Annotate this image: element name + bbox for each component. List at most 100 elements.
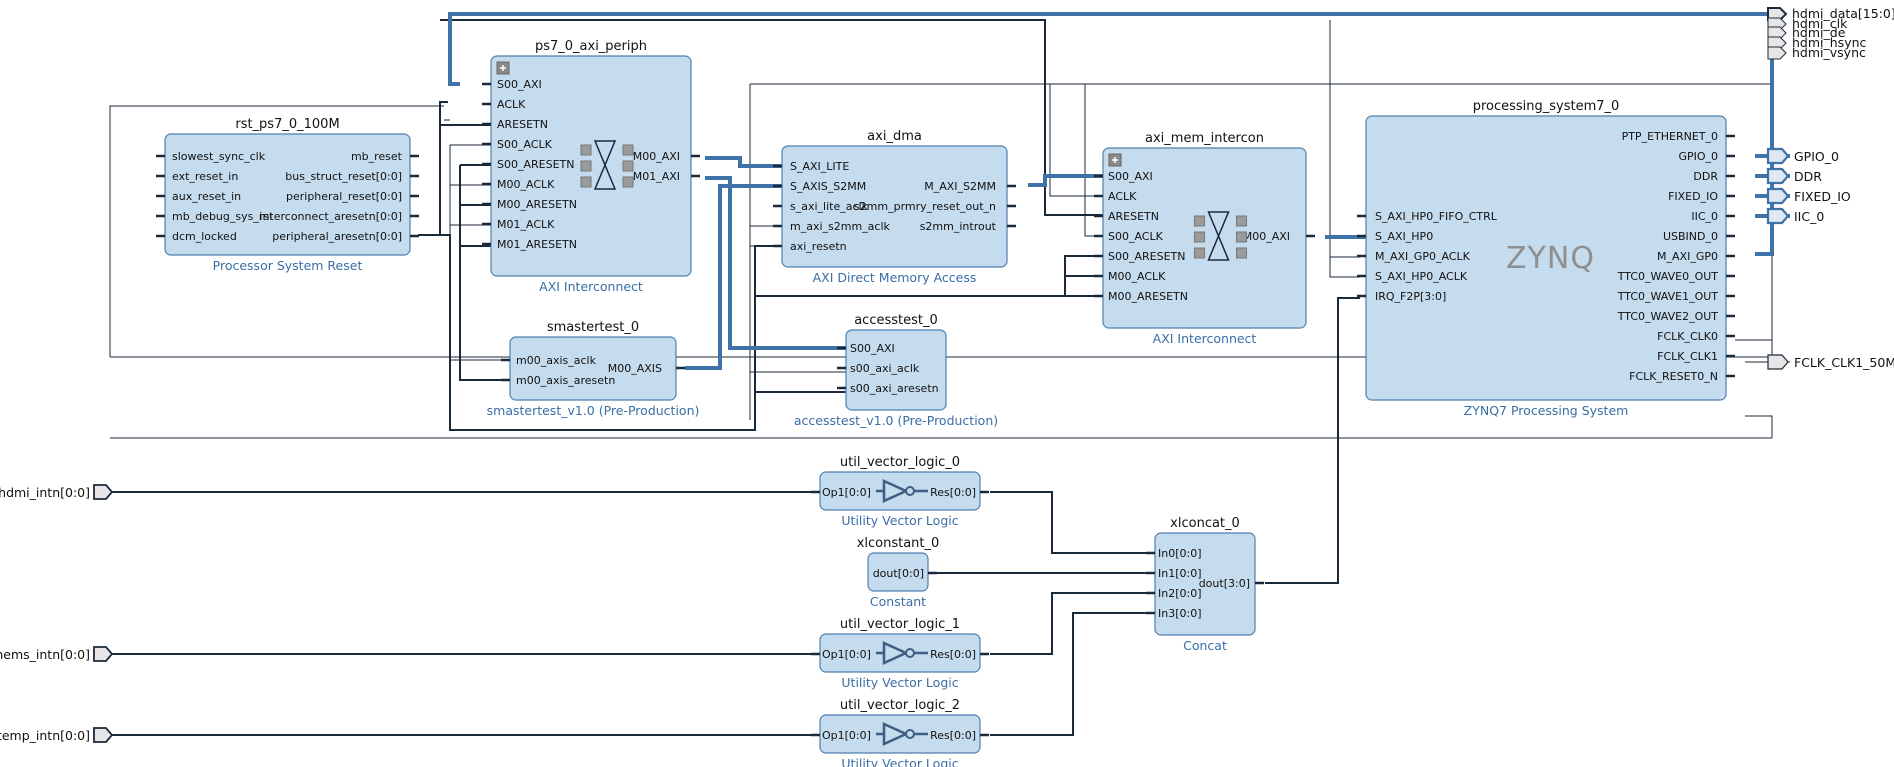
pin-label-right: s2mm_prmry_reset_out_n xyxy=(854,200,996,213)
net-fclk-reset[interactable] xyxy=(1745,415,1773,438)
pin-label-right: TTC0_WAVE1_OUT xyxy=(1617,290,1719,303)
hdmi-output-port[interactable]: hdmi_hsync xyxy=(1767,35,1867,50)
pin-label-right: TTC0_WAVE2_OUT xyxy=(1617,310,1719,323)
output-port[interactable]: FIXED_IO xyxy=(1766,187,1851,205)
bus-m-axi-gp0-b[interactable] xyxy=(1755,14,1774,256)
block-concat[interactable]: xlconcat_0ConcatIn0[0:0]In1[0:0]In2[0:0]… xyxy=(1146,516,1264,653)
pin-label-left: M00_ACLK xyxy=(497,178,555,191)
pin-label-left: aux_reset_in xyxy=(172,190,241,203)
pin-label-left: S00_ARESETN xyxy=(1108,250,1185,263)
ports-layer: hdmi_intn[0:0] mems_intn[0:0] temp_intn[0:… xyxy=(0,6,1894,743)
net-periph-resets[interactable] xyxy=(459,164,491,247)
pin-label-right: M00_AXIS xyxy=(608,362,662,375)
net-ps-clks[interactable] xyxy=(1329,84,1360,278)
hdmi-port-label: hdmi_vsync xyxy=(1792,45,1866,60)
net-res2[interactable] xyxy=(990,612,1155,736)
pin-label-left: ACLK xyxy=(1108,190,1137,203)
inverter-icon xyxy=(876,479,928,503)
net-aresetn-mem[interactable] xyxy=(440,19,1103,216)
block-instance-name: rst_ps7_0_100M xyxy=(235,117,339,132)
input-port[interactable]: temp_intn[0:0] xyxy=(0,727,114,743)
bus-axis[interactable] xyxy=(685,184,790,370)
pin-label-right: M_AXI_GP0 xyxy=(1657,250,1718,263)
hdmi-port-label: hdmi_hsync xyxy=(1792,35,1867,50)
block-instance-name: accesstest_0 xyxy=(854,313,938,328)
expand-icon[interactable] xyxy=(1108,153,1122,167)
pin-label-left: Op1[0:0] xyxy=(822,648,871,661)
pin-label-left: In2[0:0] xyxy=(1158,587,1202,600)
block-subtitle: Concat xyxy=(1183,638,1227,653)
pin-label-left: s00_axi_aresetn xyxy=(850,382,939,395)
pin-label-left: IRQ_F2P[3:0] xyxy=(1375,290,1446,303)
net-access-rst[interactable] xyxy=(754,245,846,393)
output-port[interactable]: FCLK_CLK1_50M xyxy=(1767,354,1894,370)
pin-label-left: dcm_locked xyxy=(172,230,237,243)
bus-m01-axi-access[interactable] xyxy=(705,176,846,350)
net-periph-clks[interactable] xyxy=(449,144,510,361)
net-res0[interactable] xyxy=(990,491,1155,554)
pin-label-left: In3[0:0] xyxy=(1158,607,1202,620)
net-irq[interactable] xyxy=(1265,297,1360,584)
hdmi-port-label: hdmi_de xyxy=(1792,25,1846,40)
pin-label-right: Res[0:0] xyxy=(930,486,976,499)
pin-label-right: USBIND_0 xyxy=(1663,230,1718,243)
pin-label-left: M00_ARESETN xyxy=(1108,290,1188,303)
zynq-logo: ZYNQ xyxy=(1506,241,1595,276)
block-subtitle: ZYNQ7 Processing System xyxy=(1464,403,1629,418)
crossbar-icon xyxy=(1194,211,1247,261)
block-subtitle: AXI Interconnect xyxy=(539,279,643,294)
output-port[interactable]: DDR xyxy=(1766,167,1822,185)
pin-label-right: interconnect_aresetn[0:0] xyxy=(259,210,402,223)
pin-label-right: IIC_0 xyxy=(1691,210,1718,223)
pin-label-right: M00_AXI xyxy=(1243,230,1290,243)
output-port[interactable]: GPIO_0 xyxy=(1766,147,1839,165)
pin-label-left: m_axi_s2mm_aclk xyxy=(790,220,891,233)
bus-m00-axi-dma-lite[interactable] xyxy=(705,156,790,168)
inverter-icon xyxy=(876,641,928,665)
pin-label-right: M01_AXI xyxy=(633,170,680,183)
pin-label-left: slowest_sync_clk xyxy=(172,150,266,163)
expand-icon[interactable] xyxy=(496,61,510,75)
net-mem-s00aclk[interactable] xyxy=(1084,84,1103,237)
net-mem-aclk[interactable] xyxy=(1049,84,1103,197)
pin-label-left: m00_axis_aclk xyxy=(516,354,597,367)
hdmi-port-label: hdmi_clk xyxy=(1792,16,1848,31)
pin-label-right: Res[0:0] xyxy=(930,729,976,742)
block-body[interactable] xyxy=(1365,115,1727,401)
input-port[interactable]: mems_intn[0:0] xyxy=(0,646,114,662)
net-peripheral-aresetn[interactable] xyxy=(418,234,1075,431)
pin-label-left: mb_debug_sys_rst xyxy=(172,210,274,223)
hdmi-output-port[interactable]: hdmi_vsync xyxy=(1767,45,1866,60)
block-instance-name: axi_mem_intercon xyxy=(1145,131,1264,146)
pin-label-left: S_AXI_HP0 xyxy=(1375,230,1433,243)
pin-label-right: PTP_ETHERNET_0 xyxy=(1622,130,1718,143)
pin-label-left: M01_ACLK xyxy=(497,218,555,231)
bus-s2mm[interactable] xyxy=(1028,174,1103,187)
pin-label-right: mb_reset xyxy=(351,150,403,163)
net-interconnect-aresetn[interactable] xyxy=(418,101,448,236)
pin-label-right: FIXED_IO xyxy=(1668,190,1718,203)
pin-label-left: M01_ARESETN xyxy=(497,238,577,251)
block-body[interactable] xyxy=(845,329,947,411)
pin-label-right: peripheral_aresetn[0:0] xyxy=(272,230,402,243)
pin-label-left: In0[0:0] xyxy=(1158,547,1202,560)
input-port[interactable]: hdmi_intn[0:0] xyxy=(0,484,114,500)
net-smaster-rst[interactable] xyxy=(459,246,510,381)
hdmi-output-port[interactable]: hdmi_de xyxy=(1767,25,1846,40)
block-body[interactable] xyxy=(164,133,411,256)
pin-label-right: M_AXI_S2MM xyxy=(924,180,996,193)
output-port[interactable]: IIC_0 xyxy=(1766,207,1824,225)
net-res1[interactable] xyxy=(990,592,1155,655)
